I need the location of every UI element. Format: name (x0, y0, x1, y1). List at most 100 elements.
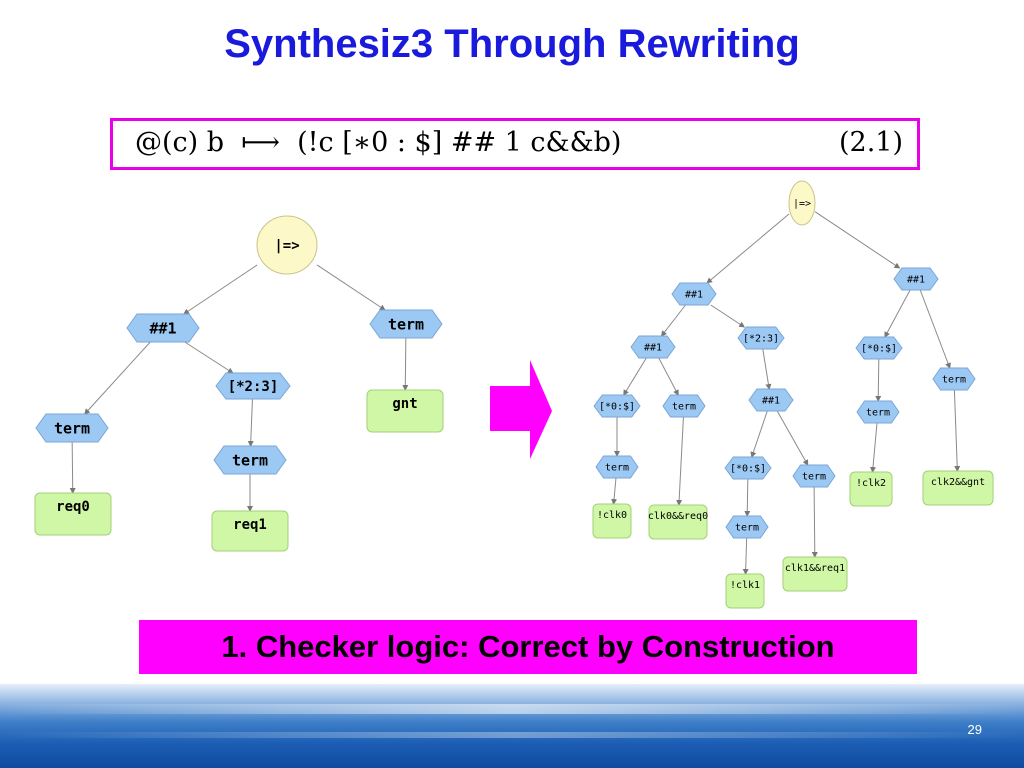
node-shape (592, 503, 632, 539)
node-label: clk1&&req1 (785, 563, 845, 574)
node-shape (256, 215, 318, 275)
operator-node: [*0:$] (855, 336, 903, 360)
node-label: ##1 (685, 290, 703, 301)
tree-edge (402, 337, 409, 391)
tree-edge (658, 357, 679, 396)
page-number: 29 (967, 722, 982, 737)
formula-rhs: (!c [∗0 : $] ## 1 c&&b) (297, 127, 622, 158)
root-node: |=> (256, 215, 318, 275)
tree-edge (316, 264, 386, 311)
tree-edge (660, 304, 686, 337)
node-label: !clk0 (597, 510, 627, 521)
operator-node: term (662, 394, 706, 418)
operator-node: term (856, 400, 900, 424)
footer-highlight (0, 704, 1024, 714)
node-shape (34, 492, 112, 536)
operator-node: term (35, 413, 109, 443)
node-shape (932, 367, 976, 391)
formula-arrow: ⟼ (241, 127, 280, 158)
node-shape (725, 515, 769, 539)
tree-edge (742, 537, 749, 575)
caption-banner: 1. Checker logic: Correct by Constructio… (139, 620, 917, 674)
node-shape (595, 455, 639, 479)
node-label: clk0&&req0 (648, 511, 708, 522)
node-shape (788, 180, 816, 226)
node-label: !clk2 (856, 478, 886, 489)
leaf-node: clk0&&req0 (648, 504, 708, 540)
operator-node: [*2:3] (215, 372, 291, 400)
tree-edge (884, 289, 911, 338)
tree-edge (919, 289, 951, 369)
node-label: req0 (56, 499, 90, 515)
operator-node: ##1 (671, 282, 717, 306)
node-label: ##1 (149, 319, 176, 337)
rewrite-arrow (490, 360, 552, 459)
leaf-node: !clk1 (725, 573, 765, 609)
node-label: [*0:$] (861, 344, 897, 355)
leaf-node: clk1&&req1 (782, 556, 848, 592)
tree-edge (184, 341, 234, 374)
leaf-node: req1 (211, 510, 289, 552)
operator-node: [*0:$] (593, 394, 641, 418)
node-shape (893, 267, 939, 291)
leaf-node: !clk0 (592, 503, 632, 539)
formula-expression: @(c) b ⟼ (!c [∗0 : $] ## 1 c&&b) (135, 127, 621, 158)
footer-highlight-2 (0, 732, 1024, 738)
leaf-node: req0 (34, 492, 112, 536)
node-label: term (672, 402, 696, 413)
node-shape (648, 504, 708, 540)
tree-edge (814, 211, 901, 269)
leaf-node: clk2&&gnt (922, 470, 994, 506)
operator-node: term (725, 515, 769, 539)
tree-edge (870, 422, 878, 473)
operator-node: term (932, 367, 976, 391)
node-shape (849, 471, 893, 507)
node-label: req1 (233, 517, 267, 533)
operator-node: term (792, 464, 836, 488)
tree-edge (183, 264, 258, 315)
operator-node: [*2:3] (737, 326, 785, 350)
node-label: clk2&&gnt (931, 477, 985, 488)
tree-edge (744, 478, 751, 517)
node-shape (748, 388, 794, 412)
node-shape (855, 336, 903, 360)
node-label: !clk1 (730, 580, 760, 591)
node-shape (856, 400, 900, 424)
operator-node: term (369, 309, 443, 339)
node-shape (671, 282, 717, 306)
node-label: [*0:$] (599, 402, 635, 413)
node-shape (215, 372, 291, 400)
formula-number: (2.1) (838, 127, 903, 158)
node-shape (593, 394, 641, 418)
leaf-node: gnt (366, 389, 444, 433)
tree-edge (710, 304, 746, 328)
operator-node: ##1 (126, 313, 200, 343)
node-shape (662, 394, 706, 418)
node-label: term (232, 451, 268, 469)
tree-edge (776, 410, 809, 466)
node-label: |=> (793, 199, 811, 210)
node-shape (126, 313, 200, 343)
node-label: gnt (392, 396, 417, 412)
node-shape (366, 389, 444, 433)
tree-edge (750, 410, 768, 458)
node-label: term (942, 375, 966, 386)
node-shape (213, 445, 287, 475)
node-shape (725, 573, 765, 609)
node-label: |=> (274, 238, 299, 254)
node-label: term (866, 408, 890, 419)
footer-band: 29 (0, 684, 1024, 768)
node-shape (211, 510, 289, 552)
operator-node: ##1 (630, 335, 676, 359)
node-shape (737, 326, 785, 350)
tree-edge (611, 477, 618, 505)
tree-edge (247, 398, 254, 447)
node-label: term (802, 472, 826, 483)
node-shape (724, 456, 772, 480)
node-shape (35, 413, 109, 443)
tree-edge (706, 213, 790, 284)
tree-edge (875, 358, 882, 402)
operator-node: term (595, 455, 639, 479)
tree-edge (953, 389, 961, 472)
